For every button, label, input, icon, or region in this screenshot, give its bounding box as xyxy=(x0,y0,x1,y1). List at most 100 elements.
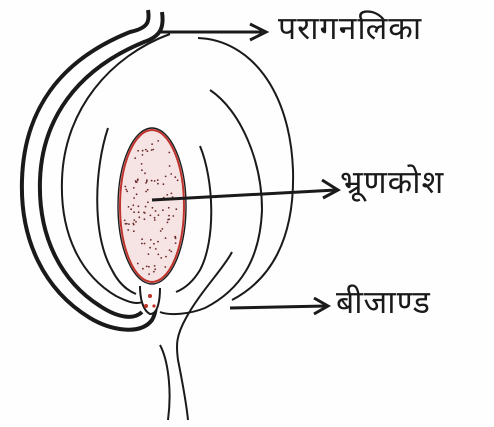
stipple-dot xyxy=(151,180,153,182)
micropyle-dot-3 xyxy=(152,304,155,307)
stipple-dot xyxy=(164,266,166,268)
stipple-dot xyxy=(175,237,177,239)
stipple-dot xyxy=(155,248,157,250)
stipple-dot xyxy=(145,149,147,151)
stipple-dot xyxy=(146,266,148,268)
stipple-dot xyxy=(141,169,143,171)
stipple-dot xyxy=(134,157,136,159)
stipple-dot xyxy=(144,212,146,214)
stipple-dot xyxy=(145,191,147,193)
stipple-dot xyxy=(154,219,156,221)
stipple-dot xyxy=(133,197,135,199)
stipple-dot xyxy=(158,214,160,216)
stipple-dot xyxy=(168,207,170,209)
stipple-dot xyxy=(152,207,154,209)
arrow-pollen-tube xyxy=(160,24,266,40)
label-pollen-tube: परागनलिका xyxy=(278,12,422,44)
stipple-dot xyxy=(157,254,159,256)
stipple-dot xyxy=(144,172,146,174)
stipple-dot xyxy=(145,206,147,208)
stipple-dot xyxy=(151,143,153,145)
stipple-dot xyxy=(125,189,127,191)
stipple-dot xyxy=(133,224,135,226)
stipple-dot xyxy=(147,150,149,152)
stipple-dot xyxy=(126,190,128,192)
stipple-dot xyxy=(169,249,171,251)
stipple-dot xyxy=(157,179,159,181)
stipple-dot xyxy=(175,242,177,244)
stipple-dot xyxy=(128,223,130,225)
stipple-dot xyxy=(142,268,144,270)
micropyle-dot-2 xyxy=(144,304,148,308)
stipple-dot xyxy=(149,247,151,249)
stipple-dot xyxy=(172,215,174,217)
stipple-dot xyxy=(177,179,179,181)
stipple-dot xyxy=(170,251,172,253)
stipple-dot xyxy=(155,210,157,212)
stipple-dot xyxy=(154,180,156,182)
stipple-dot xyxy=(175,208,177,210)
stipple-dot xyxy=(168,152,170,154)
stipple-dot xyxy=(142,154,144,156)
stipple-dot xyxy=(138,211,140,213)
ovule-stalk-left xyxy=(160,345,170,420)
stipple-dot xyxy=(128,206,130,208)
stipple-dot xyxy=(157,183,159,185)
stipple-dot xyxy=(165,237,167,239)
stipple-dot xyxy=(170,173,172,175)
stipple-dot xyxy=(160,257,162,259)
stipple-dot xyxy=(147,201,149,203)
stipple-dot xyxy=(171,193,173,195)
stipple-dot xyxy=(167,222,169,224)
stipple-dot xyxy=(151,149,153,151)
stipple-dot xyxy=(150,239,152,241)
micropyle-tip xyxy=(140,286,160,314)
stipple-dot xyxy=(160,230,162,232)
stipple-dot xyxy=(141,238,143,240)
stipple-dot xyxy=(146,179,148,181)
stipple-dot xyxy=(166,194,168,196)
stipple-dot xyxy=(124,220,126,222)
stipple-dot xyxy=(141,243,143,245)
stipple-dot xyxy=(167,219,169,221)
stipple-dot xyxy=(165,256,167,258)
stipple-dot xyxy=(169,165,171,167)
stipple-dot xyxy=(135,221,137,223)
stipple-dot xyxy=(132,204,134,206)
stipple-dot xyxy=(145,182,147,184)
stipple-dot xyxy=(138,205,140,207)
stipple-dot xyxy=(154,217,156,219)
stipple-dot xyxy=(163,183,165,185)
micropyle-dot-1 xyxy=(148,294,152,298)
stipple-dot xyxy=(148,273,150,275)
stipple-dot xyxy=(154,268,156,270)
stipple-dot xyxy=(133,219,135,221)
ovule-outer-outline xyxy=(198,38,293,300)
stipple-dot xyxy=(137,263,139,265)
stipple-dot xyxy=(144,243,146,245)
stipple-dot xyxy=(137,150,139,152)
stipple-dot xyxy=(130,208,132,210)
stipple-dot xyxy=(141,163,143,165)
stipple-dot xyxy=(135,180,137,182)
stipple-dot xyxy=(133,187,135,189)
stipple-dot xyxy=(150,215,152,217)
stipple-dot xyxy=(133,230,135,232)
arrow-ovule xyxy=(230,298,328,314)
stipple-dot xyxy=(137,179,139,181)
stipple-dot xyxy=(133,211,135,213)
stipple-dot xyxy=(125,223,127,225)
stipple-dot xyxy=(124,186,126,188)
stipple-dot xyxy=(154,265,156,267)
stipple-dot xyxy=(157,241,159,243)
embryo-sac xyxy=(120,130,184,282)
stipple-dot xyxy=(144,218,146,220)
stipple-dot xyxy=(153,271,155,273)
stipple-dot xyxy=(162,209,164,211)
stipple-dot xyxy=(157,140,159,142)
stipple-dot xyxy=(174,236,176,238)
stipple-dot xyxy=(165,176,167,178)
stipple-dot xyxy=(147,189,149,191)
